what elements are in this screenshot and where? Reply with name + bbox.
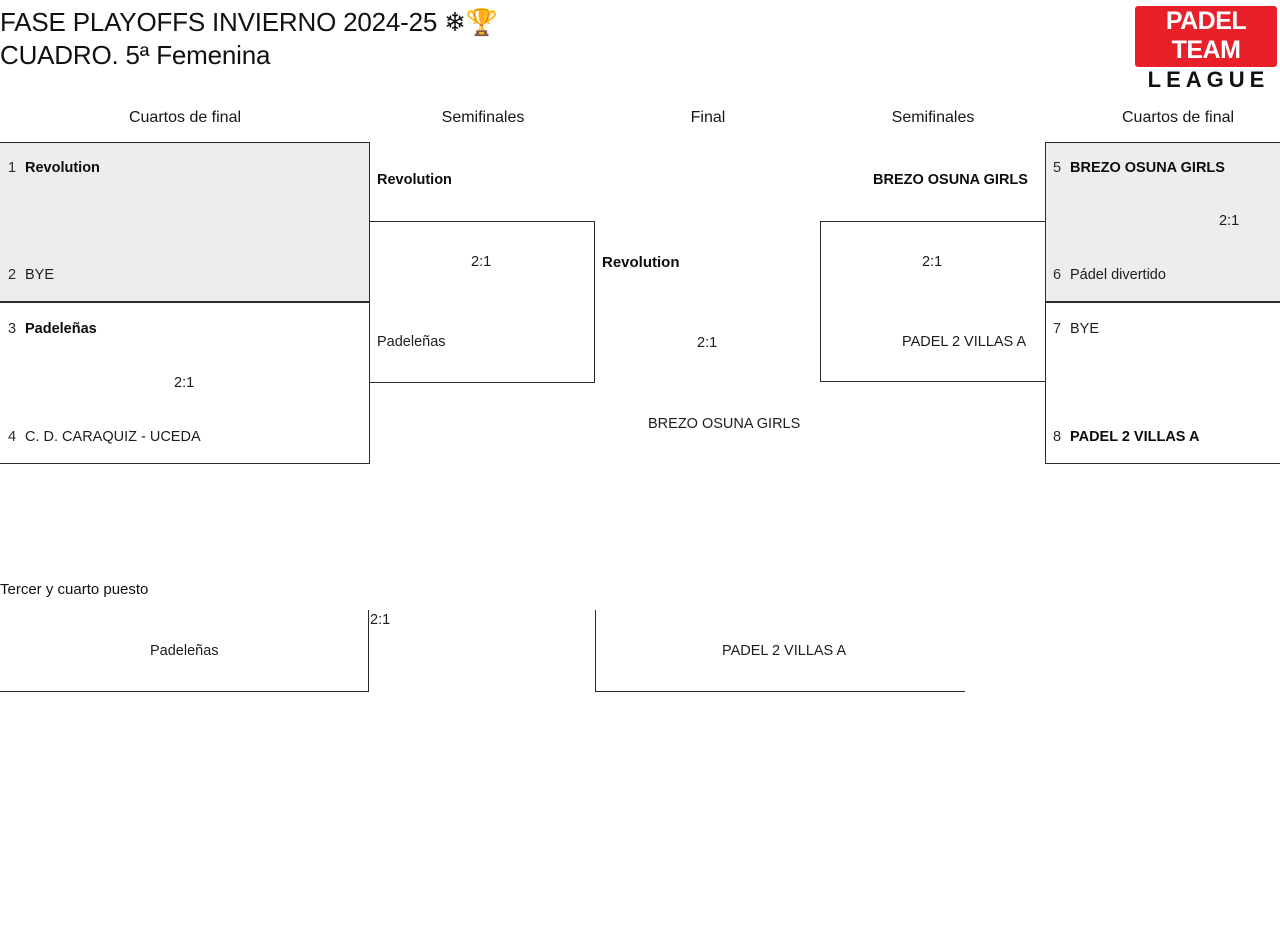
logo-bottom-text: LEAGUE [1147,67,1270,92]
third-place-left-team: Padeleñas [150,643,219,659]
slot-qf2-seed3[interactable]: 3 Padeleñas [8,321,97,338]
match-box-qf4[interactable] [1045,302,1280,464]
semifinal-left-top-team: Revolution [377,172,452,188]
third-place-left-connector-bottom [0,691,369,692]
slot-qf3-seed5[interactable]: 5 BREZO OSUNA GIRLS [1053,160,1225,177]
team-name: PADEL 2 VILLAS A [1070,429,1200,445]
match-box-qf3[interactable] [1045,142,1280,302]
round-header-quarterfinals-left: Cuartos de final [128,109,242,126]
seed-number: 8 [1053,429,1062,445]
final-top-team: Revolution [602,254,680,271]
semifinal-right-top-team: BREZO OSUNA GIRLS [873,172,1028,188]
logo-top-text: PADEL TEAM [1135,6,1277,67]
score-semifinal-right: 2:1 [922,254,943,270]
third-place-right-team: PADEL 2 VILLAS A [722,643,847,659]
slot-qf3-seed6[interactable]: 6 Pádel divertido [1053,267,1166,284]
third-place-left-connector-vertical [368,610,369,692]
team-name: BREZO OSUNA GIRLS [1070,160,1225,176]
round-header-semifinals-right: Semifinales [891,109,975,126]
page-title: FASE PLAYOFFS INVIERNO 2024-25 ❄🏆 CUADRO… [0,7,498,70]
score-third-place: 2:1 [370,612,391,628]
seed-number: 5 [1053,160,1062,176]
slot-qf1-seed2[interactable]: 2 BYE [8,267,54,284]
score-qf3: 2:1 [1219,213,1240,229]
third-place-right-connector-vertical [595,610,596,692]
team-name: Pádel divertido [1070,267,1166,283]
score-semifinal-left: 2:1 [471,254,492,270]
seed-number: 1 [8,160,17,176]
padel-team-league-logo: PADEL TEAM LEAGUE [1135,6,1277,92]
semifinal-left-bottom-team: Padeleñas [377,334,446,350]
team-name: Revolution [25,160,100,176]
match-box-semifinal-right[interactable] [820,221,1046,382]
seed-number: 3 [8,321,17,337]
slot-qf2-seed4[interactable]: 4 C. D. CARAQUIZ - UCEDA [8,429,201,446]
seed-number: 2 [8,267,17,283]
seed-number: 4 [8,429,17,445]
third-place-right-connector-bottom [595,691,965,692]
team-name: BYE [1070,321,1100,337]
slot-qf1-seed1[interactable]: 1 Revolution [8,160,100,177]
round-header-final: Final [690,109,726,126]
score-final: 2:1 [697,335,718,351]
match-box-semifinal-left[interactable] [369,221,595,383]
team-name: Padeleñas [25,321,97,337]
final-bottom-team: BREZO OSUNA GIRLS [648,416,801,432]
match-box-qf1[interactable] [0,142,370,302]
team-name: C. D. CARAQUIZ - UCEDA [25,429,201,445]
round-header-semifinals-left: Semifinales [441,109,525,126]
semifinal-right-bottom-team: PADEL 2 VILLAS A [902,334,1027,350]
round-header-quarterfinals-right: Cuartos de final [1122,109,1235,126]
score-qf2: 2:1 [174,375,195,391]
slot-qf4-seed7[interactable]: 7 BYE [1053,321,1099,338]
match-box-qf2[interactable] [0,302,370,464]
slot-qf4-seed8[interactable]: 8 PADEL 2 VILLAS A [1053,429,1199,446]
seed-number: 6 [1053,267,1062,283]
team-name: BYE [25,267,55,283]
seed-number: 7 [1053,321,1062,337]
third-place-title: Tercer y cuarto puesto [0,581,149,598]
